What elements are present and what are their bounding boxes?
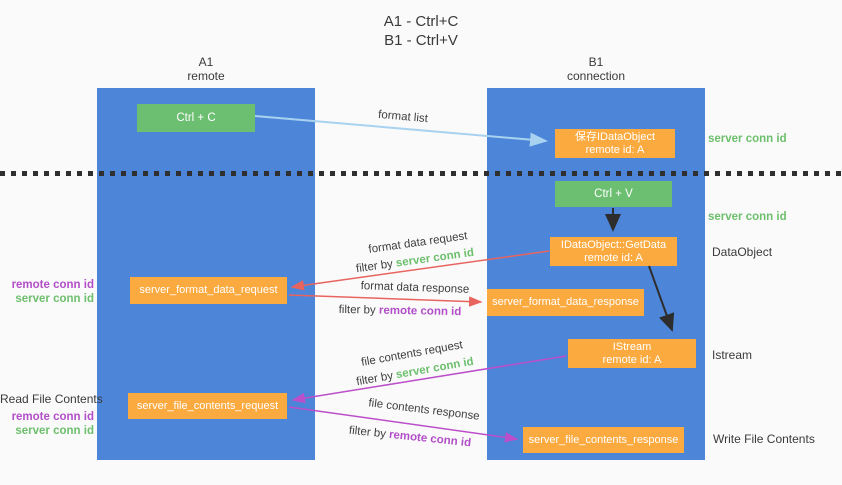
node-ctrl-c: Ctrl + C [137,104,255,132]
node-idataobject-getdata: IDataObject::GetData remote id: A [550,237,677,266]
node-server-file-contents-request: server_file_contents_request [128,393,287,419]
lane-a1-title: A1 [198,55,214,69]
node-ctrl-v: Ctrl + V [555,181,672,207]
machine-boundary-dotted-line [0,171,842,176]
lane-header-a1: A1 remote [97,55,315,83]
server-file-contents-request-label: server_file_contents_request [136,399,279,412]
lane-b1-title: B1 [588,55,604,69]
save-dataobject-line2: remote id: A [585,143,645,156]
filter-by-text: filter by [348,424,390,441]
file-contents-response-label: file contents response [367,397,481,423]
node-server-format-data-response: server_format_data_response [487,289,644,316]
node-server-format-data-request: server_format_data_request [130,277,287,304]
diagram-title: A1 - Ctrl+C B1 - Ctrl+V [0,12,842,50]
conn-id-pair-file: remote conn id server conn id [10,410,94,438]
dataobject-annotation: DataObject [712,245,773,259]
istream-line1: IStream [612,340,652,353]
file-contents-response-filter-label: filter by remote conn id [348,425,471,450]
filter-by-text: filter by [338,303,380,317]
remote-conn-id-text: remote conn id [378,304,462,319]
remote-conn-id-text: remote conn id [388,428,472,450]
node-istream: IStream remote id: A [568,339,696,368]
getdata-line2: remote id: A [584,251,643,264]
ctrl-v-label: Ctrl + V [594,187,633,200]
server-conn-id-annotation-top: server conn id [708,133,787,145]
lane-a1-subtitle: remote [187,69,225,83]
lane-header-b1: B1 connection [487,55,705,83]
node-server-file-contents-response: server_file_contents_response [523,427,684,453]
server-format-data-response-label: server_format_data_response [492,296,639,308]
server-conn-id-annotation-mid: server conn id [708,211,787,223]
server-conn-id-annotation: server conn id [15,293,94,305]
server-format-data-request-label: server_format_data_request [139,284,278,296]
lane-b1-subtitle: connection [566,69,626,83]
format-list-label: format list [377,108,429,126]
conn-id-pair-format: remote conn id server conn id [10,278,94,306]
remote-conn-id-annotation: remote conn id [11,411,94,423]
save-dataobject-line1: 保存IDataObject [574,130,656,143]
title-line-2: B1 - Ctrl+V [384,32,458,49]
filter-by-text: filter by [355,369,398,389]
format-data-response-label: format data response [360,280,470,296]
write-file-contents-annotation: Write File Contents [713,432,815,446]
getdata-line1: IDataObject::GetData [560,238,667,251]
node-save-dataobject: 保存IDataObject remote id: A [555,129,675,158]
format-data-response-filter-label: filter by remote conn id [339,304,462,318]
istream-annotation: Istream [712,348,753,362]
istream-line2: remote id: A [602,353,662,366]
ctrl-c-label: Ctrl + C [176,111,216,124]
title-line-1: A1 - Ctrl+C [383,13,459,30]
remote-conn-id-annotation: remote conn id [11,279,94,291]
server-file-contents-response-label: server_file_contents_response [528,433,679,446]
format-data-response-arrow [288,294,483,307]
read-file-contents-annotation: Read File Contents [0,392,103,406]
server-conn-id-annotation: server conn id [15,425,94,437]
filter-by-text: filter by [355,257,397,276]
